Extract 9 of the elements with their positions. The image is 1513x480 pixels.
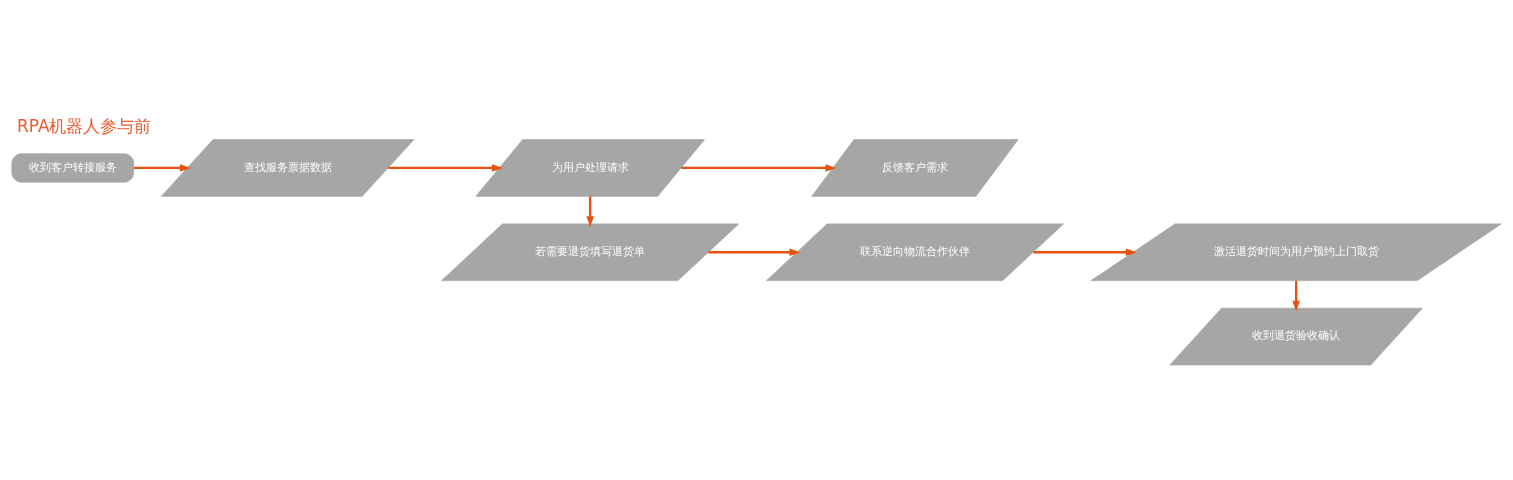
- arrow: [586, 196, 594, 228]
- diagram-title: RPA机器人参与前: [17, 115, 152, 136]
- node-box: 收到客户转接服务: [11, 153, 135, 183]
- arrow: [133, 164, 191, 172]
- arrow: [708, 248, 801, 257]
- arrow: [681, 164, 837, 172]
- arrow: [1292, 280, 1300, 312]
- arrow: [388, 164, 503, 172]
- arrow: [1033, 248, 1137, 257]
